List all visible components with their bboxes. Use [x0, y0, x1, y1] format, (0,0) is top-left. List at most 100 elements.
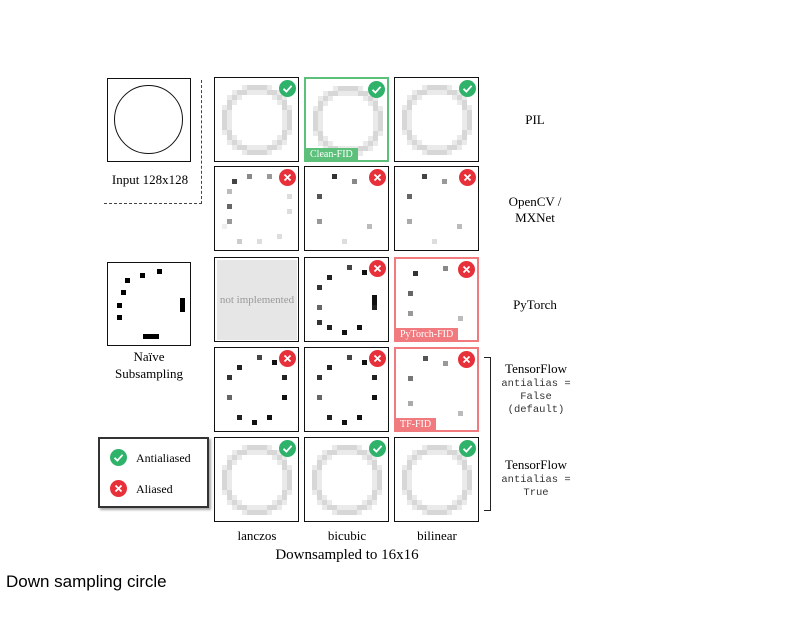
pixel [373, 131, 378, 136]
downsampled-pixels [408, 356, 463, 416]
pixel [412, 505, 417, 510]
pixel [352, 179, 357, 184]
pixel [318, 131, 323, 136]
pixel [272, 140, 277, 145]
pixel [227, 470, 232, 475]
pixel [367, 224, 372, 229]
pixel [252, 510, 257, 515]
cell-pil-bilinear [394, 77, 479, 162]
pixel [457, 500, 462, 505]
pixel [432, 90, 437, 95]
pixel [312, 470, 317, 475]
pixel [287, 120, 292, 125]
pixel [373, 136, 378, 141]
pixel [227, 480, 232, 485]
pixel [357, 445, 362, 450]
pixel [337, 505, 342, 510]
pytorch-fid-tag: PyTorch-FID [395, 328, 459, 341]
pixel [373, 126, 378, 131]
pixel [408, 311, 413, 316]
naive-label: Naïve Subsampling [115, 349, 183, 381]
pixel [442, 90, 447, 95]
pixel [282, 465, 287, 470]
pixel [332, 510, 337, 515]
pixel [352, 450, 357, 455]
pixel [362, 270, 367, 275]
downsampled-pixels [317, 265, 377, 335]
pixel [413, 271, 418, 276]
pixel [363, 91, 368, 96]
legend: Antialiased Aliased [98, 437, 209, 508]
downsampled-pixels [317, 355, 377, 425]
pixel [417, 90, 422, 95]
pixel [282, 470, 287, 475]
pixel [408, 376, 413, 381]
row-label-opencv: OpenCV / MXNet [508, 194, 562, 225]
pixel [407, 500, 412, 505]
pixel [437, 510, 442, 515]
pixel [422, 85, 427, 90]
pixel [267, 445, 272, 450]
pixel [342, 510, 347, 515]
pixel [347, 510, 352, 515]
pixel [247, 450, 252, 455]
pixel [462, 130, 467, 135]
pixel [457, 100, 462, 105]
pixel [368, 146, 373, 151]
downsampled-pixels [222, 445, 292, 515]
pixel [353, 86, 358, 91]
pixel [437, 145, 442, 150]
pixel [412, 140, 417, 145]
pixel [272, 360, 277, 365]
pixel [222, 125, 227, 130]
pixel [328, 91, 333, 96]
pixel [317, 470, 322, 475]
pixel [362, 505, 367, 510]
pixel [442, 150, 447, 155]
pixel [287, 105, 292, 110]
pixel [342, 420, 347, 425]
pixel [407, 480, 412, 485]
pixel [412, 100, 417, 105]
pixel [282, 460, 287, 465]
pixel [353, 91, 358, 96]
pixel [282, 455, 287, 460]
pixel [447, 90, 452, 95]
pixel [343, 91, 348, 96]
pixel [467, 110, 472, 115]
pixel [277, 95, 282, 100]
pixel [327, 325, 332, 330]
pixel [457, 495, 462, 500]
pixel [277, 140, 282, 145]
pixel [462, 500, 467, 505]
pixel [407, 495, 412, 500]
pixel [237, 90, 242, 95]
pixel [222, 470, 227, 475]
pixel [267, 415, 272, 420]
pixel [252, 85, 257, 90]
cross-icon [279, 350, 296, 367]
pixel [407, 100, 412, 105]
pixel [328, 141, 333, 146]
pixel [442, 85, 447, 90]
pixel [242, 505, 247, 510]
pixel [357, 450, 362, 455]
pixel [407, 140, 412, 145]
pixel [247, 85, 252, 90]
pixel [247, 150, 252, 155]
pixel [412, 460, 417, 465]
pixel [232, 495, 237, 500]
pixel [417, 145, 422, 150]
pixel [328, 96, 333, 101]
tensorflow-bracket [484, 357, 491, 511]
pixel [408, 401, 413, 406]
pixel [467, 475, 472, 480]
pixel [447, 505, 452, 510]
pixel [437, 505, 442, 510]
pixel [457, 455, 462, 460]
pixel [402, 490, 407, 495]
pixel [247, 174, 252, 179]
pixel [432, 85, 437, 90]
downsampled-pixels [408, 266, 463, 321]
pixel [318, 116, 323, 121]
